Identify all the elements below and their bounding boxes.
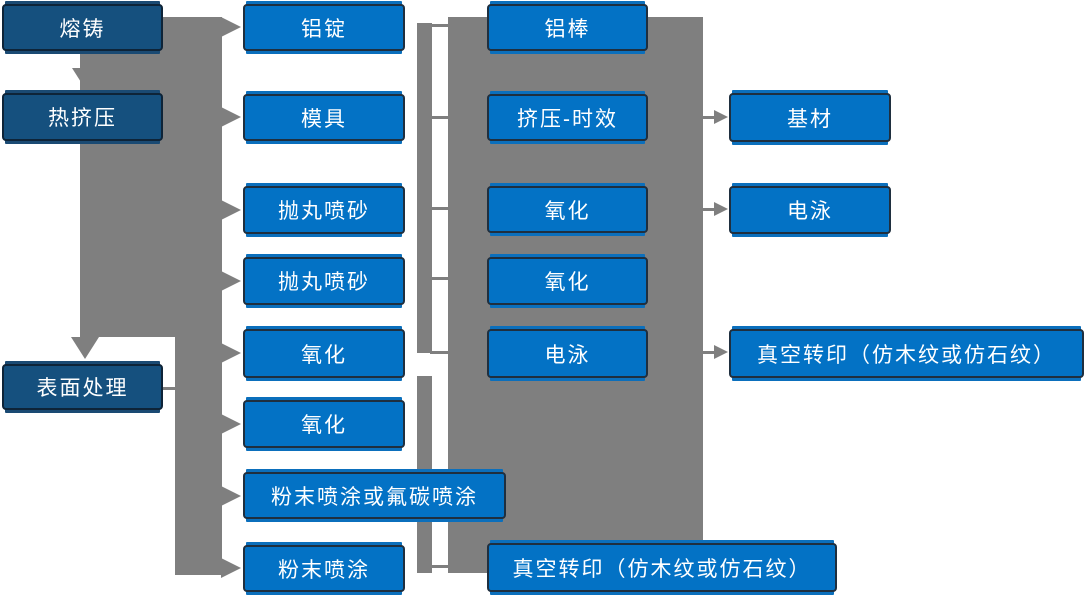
node-extrusion-aging: 挤压-时效 [487, 94, 648, 141]
node-label: 粉末喷涂或氟碳喷涂 [271, 485, 478, 509]
node-label: 热挤压 [48, 107, 117, 130]
link-shot-blasting-to-oxidation-b [430, 277, 448, 280]
node-al-rod: 铝棒 [487, 4, 648, 51]
arrow-right-to-mold-icon [221, 107, 241, 127]
node-label: 基材 [787, 107, 833, 131]
node-label: 熔铸 [59, 17, 106, 41]
node-vacuum-transfer-right: 真空转印（仿木纹或仿石纹） [729, 329, 1084, 378]
link-oxidation-to-electrophoresis [430, 351, 448, 354]
link-to-electrophoresis-right [702, 208, 716, 211]
arrow-to-vacuum-transfer-right-icon [714, 345, 728, 359]
link-shot-blasting-to-oxidation-a [430, 207, 448, 210]
arrow-right-to-powder-coating-icon [221, 558, 241, 578]
node-label: 抛丸喷砂 [278, 200, 370, 223]
arrow-right-to-al-ingot-icon [221, 17, 241, 37]
link-surface-treatment-to-band [163, 387, 175, 390]
arrow-right-to-shot-blasting-1-icon [221, 200, 241, 220]
link-mold-to-extrusion-aging [430, 116, 448, 119]
node-label: 氧化 [544, 199, 591, 223]
node-label: 粉末喷涂 [278, 558, 370, 582]
node-label: 表面处理 [36, 377, 129, 400]
link-al-ingot-to-al-rod [430, 24, 448, 27]
node-hot-extrusion: 热挤压 [2, 93, 163, 141]
node-oxidation-c3b: 氧化 [487, 257, 648, 305]
link-to-substrate [702, 116, 716, 119]
node-oxidation-c2a: 氧化 [243, 329, 405, 378]
flow-band-left-lower [175, 337, 222, 575]
node-label: 模具 [301, 107, 347, 131]
node-al-ingot: 铝锭 [243, 4, 405, 51]
node-powder-coating: 粉末喷涂 [243, 545, 405, 592]
node-vacuum-transfer-bottom: 真空转印（仿木纹或仿石纹） [487, 543, 837, 592]
node-label: 真空转印（仿木纹或仿石纹） [757, 343, 1056, 367]
node-powder-fluorocarbon: 粉末喷涂或氟碳喷涂 [243, 472, 506, 519]
node-label: 铝棒 [544, 17, 591, 41]
arrow-right-to-powder-fluorocarbon-icon [221, 486, 241, 506]
node-label: 氧化 [301, 414, 347, 437]
node-shot-blasting-2: 抛丸喷砂 [243, 257, 405, 305]
node-electrophoresis-mid: 电泳 [487, 329, 648, 378]
arrow-down-to-surface-treatment-icon [71, 337, 99, 359]
node-label: 抛丸喷砂 [278, 271, 370, 294]
node-electrophoresis-right: 电泳 [729, 186, 891, 234]
node-label: 铝锭 [301, 17, 347, 41]
node-substrate: 基材 [729, 93, 891, 142]
node-oxidation-c2b: 氧化 [243, 400, 405, 448]
node-mold: 模具 [243, 94, 405, 141]
link-to-vacuum-transfer-bottom [428, 565, 450, 568]
node-melt-cast: 熔铸 [2, 4, 163, 51]
node-label: 真空转印（仿木纹或仿石纹） [512, 557, 812, 581]
arrow-to-substrate-icon [714, 110, 728, 124]
arrow-right-to-oxidation-c2a-icon [221, 343, 241, 363]
arrow-to-electrophoresis-right-icon [714, 202, 728, 216]
node-label: 挤压-时效 [517, 107, 618, 131]
node-surface-treatment: 表面处理 [2, 364, 163, 410]
node-label: 氧化 [544, 271, 591, 294]
flow-band-left-upper [80, 17, 222, 337]
arrow-right-to-shot-blasting-2-icon [221, 271, 241, 291]
arrow-right-to-oxidation-c2b-icon [221, 414, 241, 434]
flow-bar-mid-upper [417, 23, 432, 353]
node-label: 氧化 [301, 343, 347, 367]
node-label: 电泳 [787, 200, 833, 223]
link-to-vacuum-transfer-right [702, 351, 716, 354]
node-shot-blasting-1: 抛丸喷砂 [243, 186, 405, 234]
arrow-down-to-hot-extrusion-icon [72, 68, 100, 90]
node-oxidation-c3a: 氧化 [487, 186, 648, 233]
node-label: 电泳 [544, 343, 591, 367]
